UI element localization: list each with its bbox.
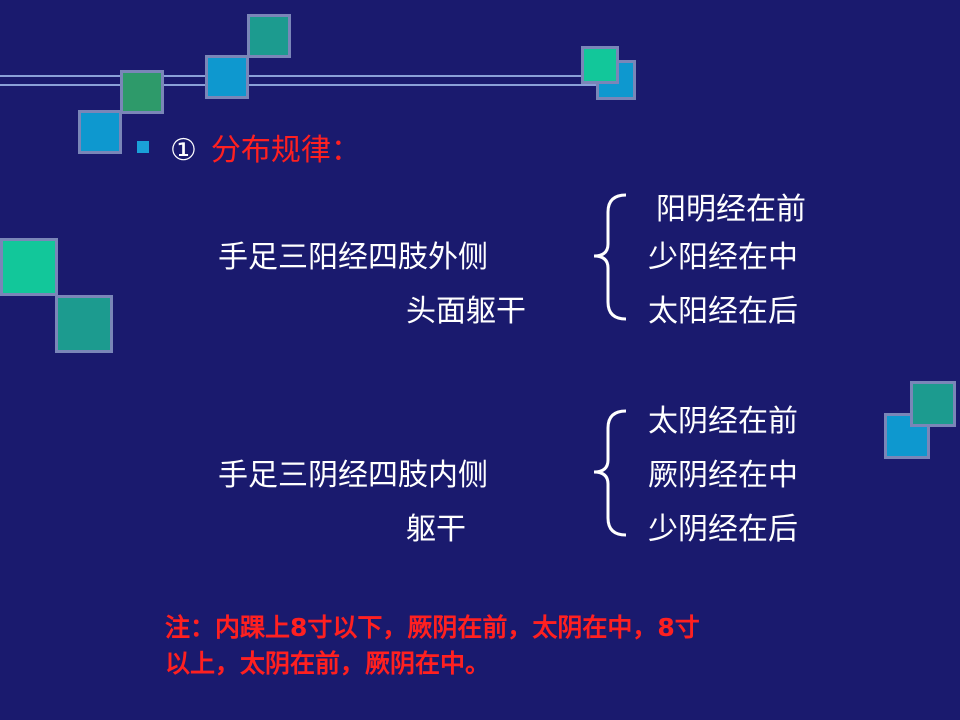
yin-left-line-2: 躯干: [406, 512, 466, 547]
top-decor-line-2: [0, 84, 600, 86]
yin-right-line-2: 厥阴经在中: [648, 458, 798, 493]
yang-right-line-1: 阳明经在前: [656, 192, 806, 227]
yang-right-line-3: 太阳经在后: [648, 294, 798, 329]
yang-right-line-2: 少阳经在中: [648, 240, 798, 275]
yin-right-line-3: 少阴经在后: [648, 512, 798, 547]
yin-brace-icon: [593, 409, 627, 537]
note-line-1: 注：内踝上8寸以下，厥阴在前，太阴在中，8寸: [165, 613, 700, 642]
yang-brace-icon: [593, 193, 627, 321]
decor-square: [205, 55, 249, 99]
note-text: 注：内踝上8寸以下，厥阴在前，太阴在中，8寸 以上，太阴在前，厥阴在中。: [165, 610, 855, 682]
decor-square: [78, 110, 122, 154]
yin-right-line-1: 太阴经在前: [648, 404, 798, 439]
heading-number: ①: [170, 133, 197, 168]
note-line-2: 以上，太阴在前，厥阴在中。: [165, 649, 491, 678]
section-heading: ① 分布规律：: [170, 125, 361, 169]
top-decor-line-1: [0, 75, 600, 77]
decor-square: [0, 238, 58, 296]
bullet-icon: [137, 141, 149, 153]
decor-square: [120, 70, 164, 114]
decor-square: [581, 46, 619, 84]
decor-square: [55, 295, 113, 353]
decor-square: [247, 14, 291, 58]
heading-label: 分布规律：: [210, 133, 361, 168]
yang-left-line-2: 头面躯干: [406, 294, 526, 329]
yang-left-line-1: 手足三阳经四肢外侧: [218, 240, 488, 275]
yin-left-line-1: 手足三阴经四肢内侧: [218, 458, 488, 493]
decor-square: [910, 381, 956, 427]
